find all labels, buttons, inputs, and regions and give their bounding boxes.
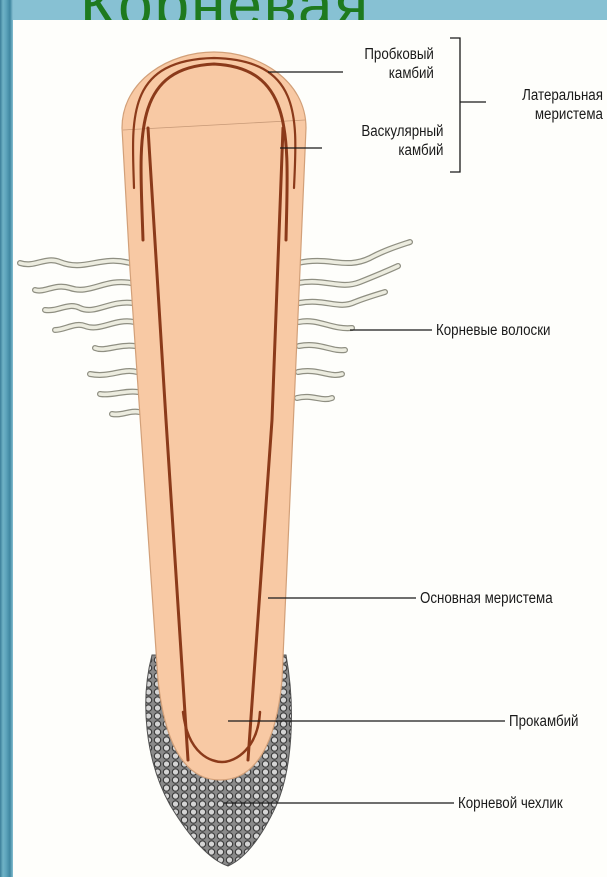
ground-meristem-label: Основная меристема bbox=[420, 589, 553, 608]
lateral-meristem-bracket bbox=[450, 38, 486, 172]
root-hairs-left bbox=[20, 260, 139, 414]
procambium-label: Прокамбий bbox=[509, 712, 578, 731]
lateral-meristem-label: Латеральная меристема bbox=[522, 86, 603, 124]
vascular-cambium-label: Васкулярный камбий bbox=[361, 122, 443, 160]
cork-cambium-label: Пробковый камбий bbox=[364, 45, 434, 83]
root-hairs-right bbox=[297, 242, 410, 399]
root-cap-label: Корневой чехлик bbox=[458, 794, 563, 813]
root-hairs-label: Корневые волоски bbox=[436, 321, 550, 340]
